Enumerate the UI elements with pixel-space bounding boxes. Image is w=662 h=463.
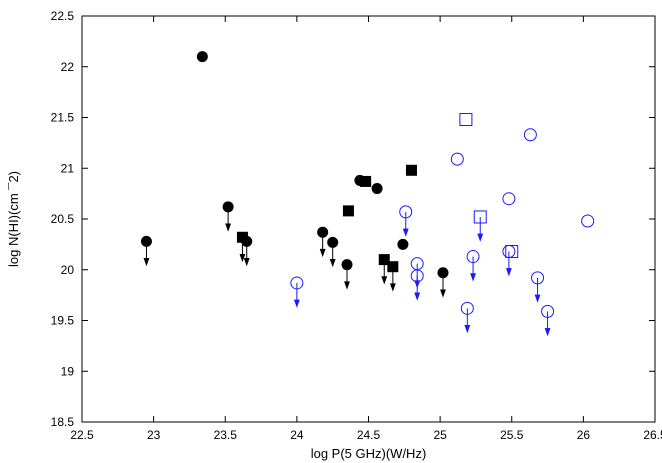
upper-limit-arrow-head [243, 258, 250, 267]
data-point-filled-circle [140, 235, 152, 247]
data-point-filled-square [236, 231, 248, 243]
y-tick-label: 22.5 [51, 9, 75, 23]
x-tick-label: 26 [577, 428, 591, 442]
upper-limit-arrow-head [329, 259, 336, 268]
upper-limit-arrow-head [534, 294, 541, 303]
upper-limit-arrow-head [239, 253, 246, 263]
data-point-filled-circle [222, 201, 234, 213]
y-tick-label: 22 [61, 60, 75, 74]
data-point-filled-square [360, 175, 372, 187]
y-tick-label: 21.5 [51, 111, 75, 125]
upper-limit-arrow-head [440, 289, 446, 298]
y-tick-label: 20.5 [51, 212, 75, 226]
axis-ticks: 22.5 23 23.5 24 24.5 25 25.5 26 26.5 18.5 19 19.5 20… [51, 9, 662, 442]
data-point-filled-circle [341, 259, 353, 271]
data-point-open-square [505, 244, 519, 258]
data-point-filled-circle [196, 51, 208, 63]
y-tick-label: 19.5 [51, 314, 75, 328]
data-point-open-circle [541, 304, 555, 318]
data-point-filled-square [342, 205, 354, 217]
y-tick-label: 20 [61, 263, 75, 277]
x-tick-label: 26.5 [643, 428, 662, 442]
upper-limit-arrow-head [402, 228, 409, 237]
upper-limit-arrow-head [544, 328, 551, 337]
data-point-open-circle [460, 301, 474, 315]
plot-frame [81, 15, 656, 423]
data-point-open-circle [450, 152, 464, 166]
upper-limit-arrow-head [319, 248, 326, 258]
data-point-filled-circle [437, 267, 449, 279]
upper-limit-arrow-head [470, 273, 476, 282]
data-point-filled-circle [371, 183, 383, 195]
x-tick-label: 24.5 [357, 428, 381, 442]
data-point-filled-circle [397, 238, 409, 250]
x-tick-label: 24 [290, 428, 304, 442]
upper-limit-arrow-head [381, 276, 388, 285]
x-tick-label: 23.5 [214, 428, 238, 442]
upper-limit-arrow-head [344, 281, 350, 290]
data-point-filled-square [405, 164, 417, 176]
x-axis-label: log P(5 GHz)(W/Hz) [311, 446, 427, 461]
data-point-open-circle [466, 250, 480, 264]
data-marks [140, 51, 595, 337]
data-point-filled-circle [327, 236, 339, 248]
upper-limit-arrow-head [464, 325, 471, 334]
y-tick-label: 21 [61, 161, 75, 175]
data-point-open-circle [399, 205, 413, 219]
y-axis-label: log N(HI)(cm ¯2) [6, 171, 21, 267]
upper-limit-arrow-head [143, 258, 150, 267]
data-point-open-circle [410, 269, 424, 283]
x-tick-label: 22.5 [70, 428, 94, 442]
data-point-filled-square [387, 261, 399, 273]
x-tick-label: 25.5 [500, 428, 524, 442]
x-tick-label: 23 [147, 428, 161, 442]
upper-limit-arrow-head [414, 292, 421, 301]
data-point-open-circle [523, 128, 537, 142]
y-tick-label: 18.5 [51, 415, 75, 429]
x-tick-label: 25 [433, 428, 447, 442]
upper-limit-arrow-head [293, 299, 300, 308]
upper-limit-arrow-head [505, 268, 512, 277]
upper-limit-arrow-head [225, 223, 232, 232]
upper-limit-arrow-head [389, 283, 396, 292]
data-point-open-square [459, 113, 473, 127]
data-point-filled-square [378, 254, 390, 266]
data-point-open-square [473, 210, 487, 224]
data-point-open-circle [531, 271, 545, 285]
data-point-open-circle [502, 192, 516, 206]
y-tick-label: 19 [61, 364, 75, 378]
upper-limit-arrow-head [477, 233, 484, 242]
data-point-open-circle [290, 276, 304, 290]
data-point-filled-circle [317, 226, 329, 238]
data-point-open-circle [581, 214, 595, 228]
